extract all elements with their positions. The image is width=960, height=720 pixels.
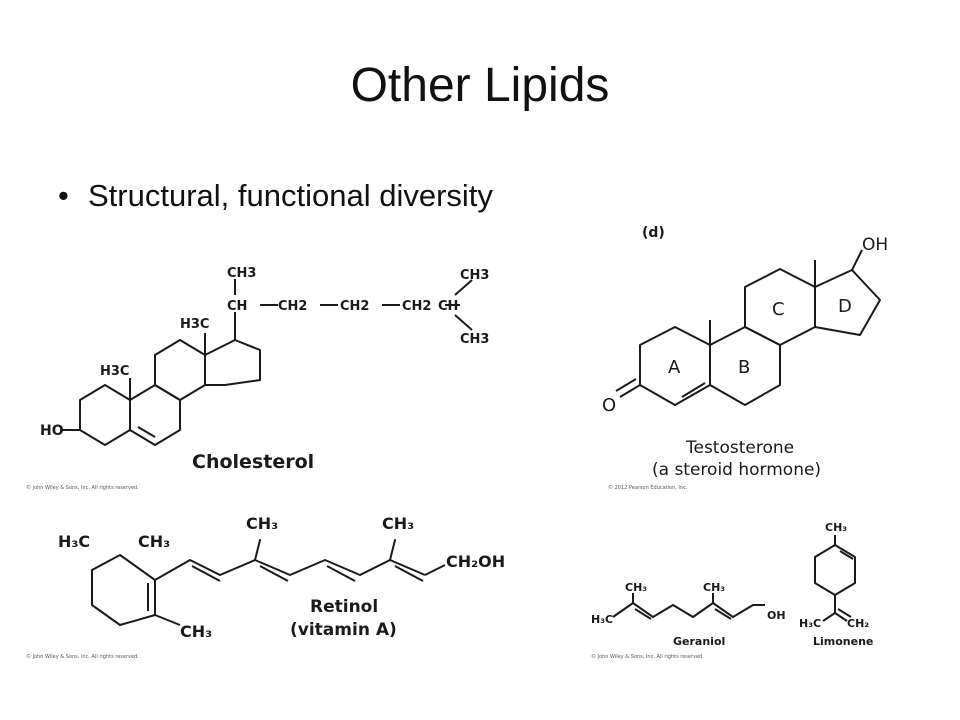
ch2-label-3: CH2 [402, 299, 431, 314]
svg-text:CH₃: CH₃ [180, 622, 212, 641]
retinol-copyright: © John Wiley & Sons, Inc. All rights res… [26, 653, 139, 660]
panel-label-d: (d) [642, 225, 665, 241]
terpenes-structure: CH₃ CH₃ H₃C OH Geraniol CH₃ H₃C CH₂ Limo… [591, 521, 873, 660]
svg-text:CH₂OH: CH₂OH [446, 552, 505, 571]
svg-text:CH₃: CH₃ [703, 581, 725, 594]
retinol-structure: H₃C CH₃ CH₃ CH₃ CH₂OH CH₃ Retinol (vitam… [26, 514, 505, 660]
ch2-label-1: CH2 [278, 299, 307, 314]
terpenes-copyright: © John Wiley & Sons, Inc. All rights res… [591, 653, 704, 660]
ring-b-label: B [738, 357, 750, 378]
svg-text:CH₃: CH₃ [246, 514, 278, 533]
geraniol-name: Geraniol [673, 635, 725, 648]
hydroxyl-label: HO [40, 423, 64, 439]
bullet-item: • Structural, functional diversity [58, 178, 493, 214]
ch-label-2: CH [438, 299, 458, 314]
slide-title: Other Lipids [350, 59, 610, 112]
cholesterol-name: Cholesterol [192, 451, 314, 473]
ch-label: CH [227, 299, 247, 314]
limonene-name: Limonene [813, 635, 873, 648]
h3c-label-1: H3C [180, 317, 209, 332]
testosterone-name: Testosterone [685, 438, 794, 458]
ch3-top: CH3 [227, 266, 256, 281]
svg-text:CH₃: CH₃ [138, 532, 170, 551]
svg-text:CH₃: CH₃ [382, 514, 414, 533]
retinol-name: Retinol [310, 597, 378, 617]
testosterone-structure: (d) OH O A B C D Testosterone (a steroid… [602, 225, 888, 491]
geraniol-hydroxyl: OH [767, 609, 786, 622]
testosterone-copyright: © 2012 Pearson Education, Inc. [608, 484, 688, 491]
hydroxyl-label: OH [862, 235, 888, 255]
h3c-label-2: H3C [100, 364, 129, 379]
cholesterol-copyright: © John Wiley & Sons, Inc. All rights res… [26, 484, 139, 491]
svg-text:CH₃: CH₃ [825, 521, 847, 534]
ring-c-label: C [772, 299, 785, 320]
ring-d-label: D [838, 296, 852, 317]
bullet-text: Structural, functional diversity [88, 178, 493, 213]
svg-text:CH₃: CH₃ [625, 581, 647, 594]
retinol-subtitle: (vitamin A) [290, 620, 397, 640]
ch3-upper-right: CH3 [460, 268, 489, 283]
ch3-lower-right: CH3 [460, 332, 489, 347]
svg-text:H₃C: H₃C [58, 532, 90, 551]
bullet-dot: • [58, 178, 69, 213]
ring-a-label: A [668, 357, 681, 378]
cholesterol-structure: HO CH3 CH CH2 CH2 CH2 CH CH3 CH3 H3C H3C… [26, 266, 489, 491]
ketone-oxygen: O [602, 395, 616, 416]
ch2-label-2: CH2 [340, 299, 369, 314]
svg-text:H₃C: H₃C [591, 613, 613, 626]
svg-text:CH₂: CH₂ [847, 617, 869, 630]
svg-text:H₃C: H₃C [799, 617, 821, 630]
testosterone-subtitle: (a steroid hormone) [652, 460, 821, 480]
